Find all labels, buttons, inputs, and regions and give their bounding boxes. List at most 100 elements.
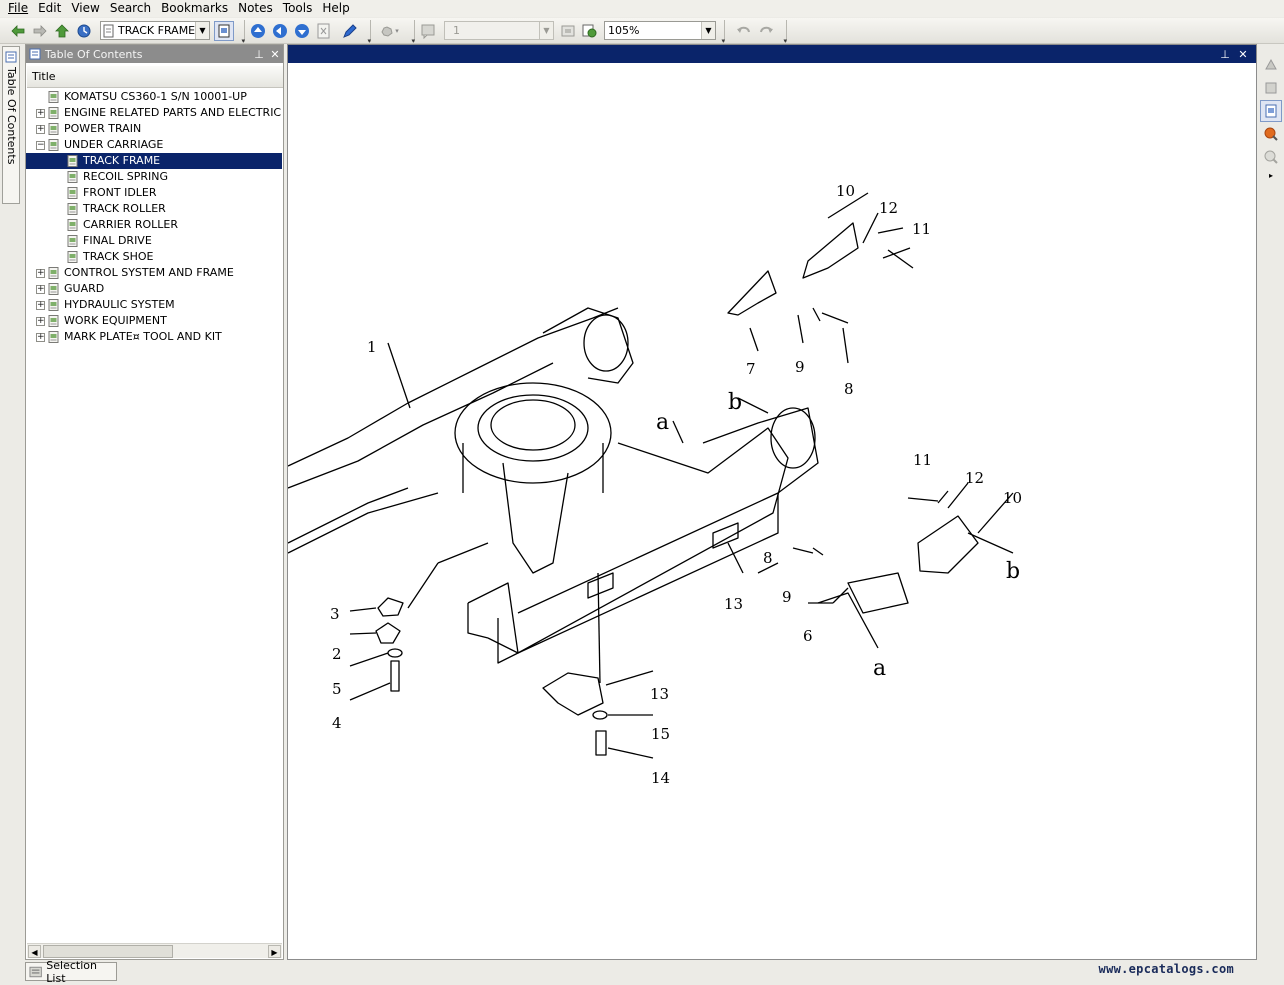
toc-item[interactable]: TRACK SHOE	[26, 249, 283, 265]
print-button[interactable]	[340, 21, 360, 41]
scroll-thumb[interactable]	[43, 945, 173, 958]
callout-label[interactable]: 15	[651, 725, 670, 743]
toc-item[interactable]: TRACK FRAME	[26, 153, 282, 169]
callout-label[interactable]: 5	[332, 680, 342, 698]
fit-page-button[interactable]	[558, 21, 578, 41]
close-icon[interactable]: ✕	[270, 47, 280, 61]
nav-tool-button[interactable]	[1260, 54, 1282, 76]
callout-label[interactable]: 13	[724, 595, 743, 613]
chevron-down-icon[interactable]: ▼	[701, 22, 715, 39]
toc-item[interactable]: FRONT IDLER	[26, 185, 283, 201]
selection-list-tab[interactable]: Selection List	[25, 959, 117, 985]
toc-item[interactable]: CARRIER ROLLER	[26, 217, 283, 233]
history-button[interactable]	[74, 21, 94, 41]
callout-label[interactable]: 8	[763, 549, 773, 567]
page-number-combo[interactable]: 1 ▼	[444, 21, 554, 40]
last-page-button[interactable]	[314, 21, 334, 41]
callout-label[interactable]: 10	[1003, 489, 1022, 507]
toc-item[interactable]: −UNDER CARRIAGE	[26, 137, 283, 153]
expand-icon[interactable]: +	[36, 332, 45, 342]
home-button[interactable]	[52, 21, 72, 41]
chevron-down-icon[interactable]: ▼	[539, 22, 553, 39]
menu-bar: File Edit View Search Bookmarks Notes To…	[0, 0, 1284, 17]
callout-label[interactable]: 13	[650, 685, 669, 703]
expand-icon[interactable]: +	[36, 300, 45, 310]
toc-item[interactable]: RECOIL SPRING	[26, 169, 283, 185]
magnifier-tool-button[interactable]	[1260, 146, 1282, 168]
menu-help[interactable]: Help	[322, 1, 350, 15]
callout-label[interactable]: 14	[651, 769, 670, 787]
expand-icon[interactable]: +	[36, 124, 45, 134]
select-tool-button[interactable]	[1260, 77, 1282, 99]
toc-column-header[interactable]: Title	[27, 66, 283, 88]
toc-horizontal-scrollbar[interactable]: ◀ ▶	[27, 943, 282, 958]
toc-item[interactable]: +MARK PLATE¤ TOOL AND KIT	[26, 329, 283, 345]
close-icon[interactable]: ✕	[1238, 47, 1248, 61]
toc-item[interactable]: TRACK ROLLER	[26, 201, 283, 217]
menu-edit[interactable]: Edit	[38, 1, 62, 15]
callout-label[interactable]: 9	[795, 358, 805, 376]
callout-label[interactable]: 11	[913, 451, 932, 469]
callout-label[interactable]: 12	[965, 469, 984, 487]
toc-item[interactable]: +POWER TRAIN	[26, 121, 283, 137]
zoom-combo[interactable]: 105% ▼	[604, 21, 716, 40]
callout-label[interactable]: 2	[332, 645, 342, 663]
collapse-icon[interactable]: −	[36, 140, 45, 150]
expand-icon[interactable]: +	[36, 316, 45, 326]
parts-diagram[interactable]: 10 12 11 7 9 8 1 b a 11 12 10 8 b 9 13 6 a 3 2 5 4 13 15 14	[287, 63, 1256, 959]
toc-item[interactable]: +WORK EQUIPMENT	[26, 313, 283, 329]
callout-label[interactable]: b	[1006, 559, 1020, 584]
pin-icon[interactable]: ⊥	[1220, 47, 1230, 61]
search-tool-button[interactable]	[1260, 123, 1282, 145]
toc-item[interactable]: +CONTROL SYSTEM AND FRAME	[26, 265, 283, 281]
zoom-button[interactable]	[580, 21, 600, 41]
back-button[interactable]	[8, 21, 28, 41]
callout-label[interactable]: a	[656, 410, 669, 435]
expand-icon[interactable]: +	[36, 284, 45, 294]
callout-label[interactable]: 6	[803, 627, 813, 645]
callout-label[interactable]: 11	[912, 220, 931, 238]
pin-icon[interactable]: ⊥	[254, 47, 264, 61]
section-combo[interactable]: TRACK FRAME ▼	[100, 21, 210, 40]
menu-notes[interactable]: Notes	[238, 1, 273, 15]
scroll-left-icon[interactable]: ◀	[28, 945, 41, 958]
note-button[interactable]	[418, 21, 438, 41]
toc-item[interactable]: +GUARD	[26, 281, 283, 297]
chevron-down-icon[interactable]: ▼	[195, 22, 209, 39]
toc-item[interactable]: +HYDRAULIC SYSTEM	[26, 297, 283, 313]
toc-vertical-tab-label: Table Of Contents	[5, 67, 18, 165]
menu-tools[interactable]: Tools	[282, 1, 313, 15]
expand-icon[interactable]: +	[36, 268, 45, 278]
scroll-right-icon[interactable]: ▶	[268, 945, 281, 958]
toc-item[interactable]: FINAL DRIVE	[26, 233, 283, 249]
callout-label[interactable]: a	[873, 656, 886, 681]
callout-label[interactable]: 8	[844, 380, 854, 398]
expand-strip-button[interactable]: ▸	[1260, 169, 1282, 181]
callout-label[interactable]: 3	[330, 605, 340, 623]
menu-bookmarks[interactable]: Bookmarks	[161, 1, 229, 15]
hand-tool-button[interactable]: ▾	[374, 21, 404, 41]
callout-label[interactable]: 4	[332, 714, 342, 732]
first-page-button[interactable]	[248, 21, 268, 41]
toc-item[interactable]: + ENGINE RELATED PARTS AND ELECTRIC	[26, 105, 283, 121]
toc-vertical-tab[interactable]: Table Of Contents	[2, 46, 20, 204]
callout-label[interactable]: 12	[879, 199, 898, 217]
next-page-button[interactable]	[292, 21, 312, 41]
page-tool-button[interactable]	[1260, 100, 1282, 122]
callout-label[interactable]: 7	[746, 360, 756, 378]
callout-label[interactable]: 9	[782, 588, 792, 606]
callout-label[interactable]: 10	[836, 182, 855, 200]
forward-button[interactable]	[30, 21, 50, 41]
callout-label[interactable]: 1	[367, 338, 377, 356]
menu-search[interactable]: Search	[109, 1, 152, 15]
page-view-button[interactable]	[214, 20, 234, 41]
toc-item[interactable]: KOMATSU CS360-1 S/N 10001-UP	[26, 89, 283, 105]
menu-file[interactable]: File	[8, 1, 29, 15]
prev-page-button[interactable]	[270, 21, 290, 41]
undo-button[interactable]	[734, 21, 754, 41]
callout-label[interactable]: b	[728, 390, 742, 415]
expand-icon[interactable]: +	[36, 108, 45, 118]
menu-view[interactable]: View	[71, 1, 100, 15]
toc-item-label: ENGINE RELATED PARTS AND ELECTRIC	[64, 106, 282, 119]
redo-button[interactable]	[756, 21, 776, 41]
